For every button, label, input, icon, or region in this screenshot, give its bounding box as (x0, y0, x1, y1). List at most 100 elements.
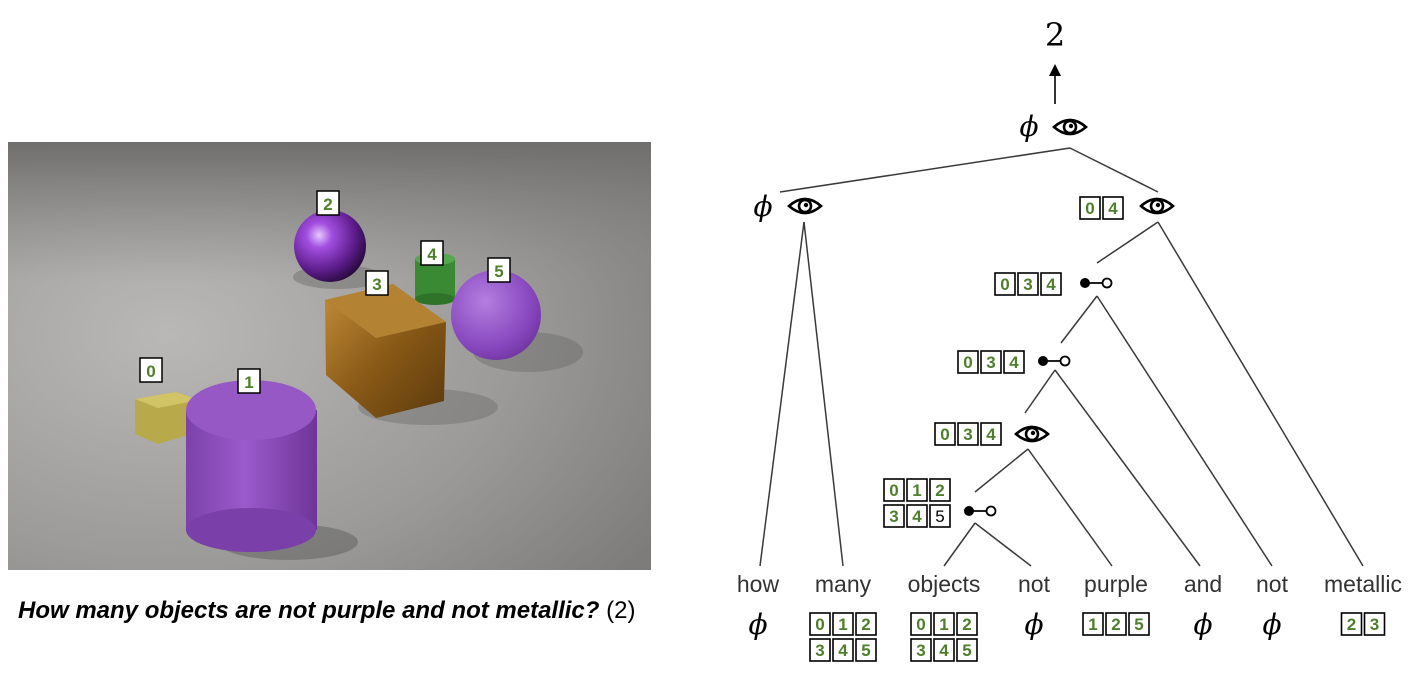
eye-icon (787, 197, 823, 215)
edge (803, 221, 844, 567)
object-label-0: 0 (139, 357, 163, 383)
set-value: 1 (939, 615, 948, 634)
edge (1096, 221, 1159, 264)
set-value: 4 (912, 507, 922, 526)
set-cell (1340, 612, 1363, 636)
set-cell (980, 422, 1002, 446)
edge (1096, 295, 1273, 567)
edge (1157, 221, 1364, 567)
set-cell (910, 612, 932, 636)
set-cell (1040, 272, 1062, 296)
set-value: 3 (916, 641, 925, 660)
leaf-phi: ϕ (1262, 608, 1281, 641)
set-value: 1 (838, 615, 847, 634)
set-value: 0 (963, 353, 972, 372)
question-text: How many objects are not purple and not … (18, 597, 600, 624)
set-value: 0 (940, 425, 949, 444)
word-metallic: metallic (1324, 571, 1402, 597)
set-value: 0 (1000, 275, 1009, 294)
edge (1054, 369, 1201, 567)
leaf-phi: ϕ (1193, 608, 1212, 641)
set-cell (957, 422, 979, 446)
set-value: 2 (962, 615, 971, 634)
edge (779, 147, 1071, 193)
set-cell (832, 638, 854, 662)
set-value: 1 (912, 481, 921, 500)
set-value: 5 (861, 641, 870, 660)
set-cell (1082, 612, 1104, 636)
set-cell (910, 638, 932, 662)
set-cell (906, 504, 928, 528)
leaf-phi: ϕ (1024, 608, 1043, 641)
set-value: 0 (889, 481, 898, 500)
object-purple-metal-sphere (294, 210, 366, 282)
object-yellow-cube (135, 392, 199, 444)
object-label-2: 2 (316, 190, 340, 216)
complement-icon (1038, 355, 1071, 367)
set-value: 2 (861, 615, 870, 634)
set-cell (883, 504, 905, 528)
object-label-3: 3 (365, 270, 389, 296)
set-value: 0 (1085, 199, 1094, 218)
set-cell (832, 612, 854, 636)
set-value: 4 (986, 425, 996, 444)
object-gold-cube (325, 284, 446, 418)
object-label-1: 1 (237, 368, 261, 394)
set-value: 4 (1046, 275, 1056, 294)
set-value: 0 (916, 615, 925, 634)
word-not: not (1018, 571, 1051, 597)
object-label-text: 3 (372, 275, 381, 294)
set-value: 3 (963, 425, 972, 444)
object-label-text: 5 (494, 262, 503, 281)
set-cell (855, 638, 877, 662)
edge (1069, 147, 1159, 193)
set-cell (929, 504, 951, 528)
set-value: 3 (1370, 615, 1379, 634)
set-value: 0 (815, 615, 824, 634)
object-purple-cylinder (186, 380, 317, 552)
set-value: 3 (1023, 275, 1032, 294)
word-not: not (1256, 571, 1289, 597)
set-value: 3 (815, 641, 824, 660)
edge (943, 522, 976, 567)
set-cell (1017, 272, 1039, 296)
edge (1027, 448, 1113, 567)
set-cell (883, 478, 905, 502)
set-value: 5 (962, 641, 971, 660)
set-cell (934, 422, 956, 446)
set-cell (956, 638, 978, 662)
set-value: 4 (939, 641, 949, 660)
word-and: and (1184, 571, 1222, 597)
root-phi: ϕ (1019, 110, 1038, 143)
object-label-text: 2 (323, 195, 332, 214)
edge (974, 448, 1029, 493)
object-label-5: 5 (487, 257, 511, 283)
set-cell (1105, 612, 1127, 636)
set-value: 3 (986, 353, 995, 372)
set-cell (1102, 196, 1124, 220)
answer-text: (2) (606, 597, 636, 624)
set-cell (1003, 350, 1025, 374)
set-value: 2 (1347, 615, 1356, 634)
set-cell (809, 612, 831, 636)
set-value: 4 (1108, 199, 1118, 218)
edge (759, 221, 805, 567)
set-cell (1128, 612, 1150, 636)
left-phi: ϕ (753, 190, 772, 223)
complement-icon (964, 505, 997, 517)
set-cell (980, 350, 1002, 374)
set-value: 5 (935, 507, 944, 526)
edge (1024, 369, 1056, 414)
set-value: 5 (1134, 615, 1143, 634)
set-value: 1 (1088, 615, 1097, 634)
arrow-head (1049, 64, 1061, 76)
set-cell (809, 638, 831, 662)
